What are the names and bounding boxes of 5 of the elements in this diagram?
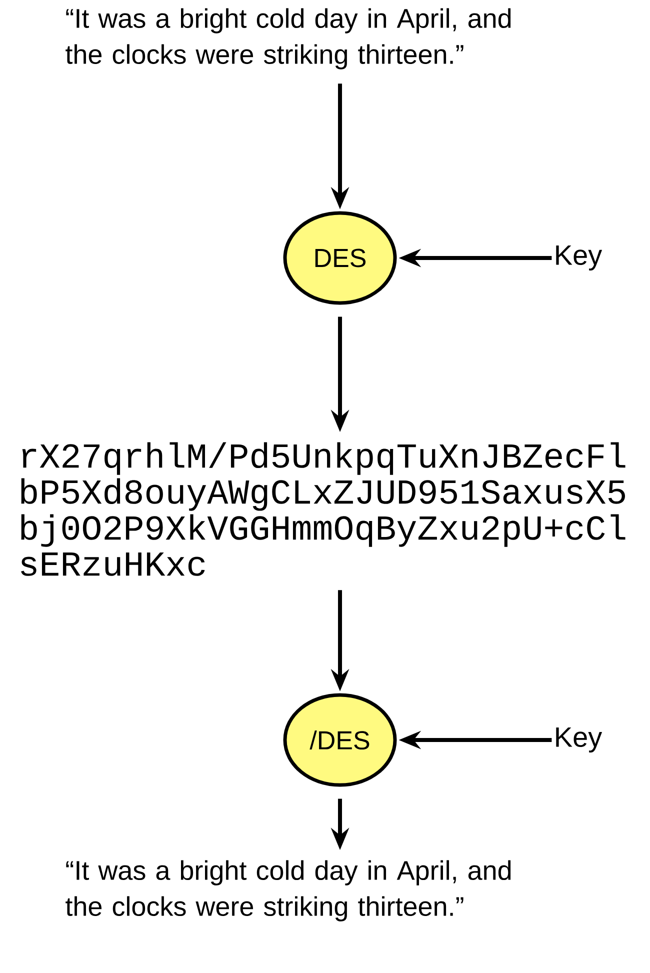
quote-text: “It was a bright cold day in April, and the clocks were striking thirteen.” xyxy=(66,8,511,70)
quote-text: “It was a bright cold day in April, and the clocks were striking thirteen.” xyxy=(66,860,511,922)
key-label: Key xyxy=(556,727,602,753)
key-label: Key xyxy=(556,245,602,271)
ciphertext: rX27qrhlM/Pd5UnkpqTuXnJBZecFlbP5Xd8ouyAWgCLxZJUD951SaxusX5bj0O2P9XkVGGHmmOqByZxu2pU+cClsERzuHKxc xyxy=(21,442,626,576)
